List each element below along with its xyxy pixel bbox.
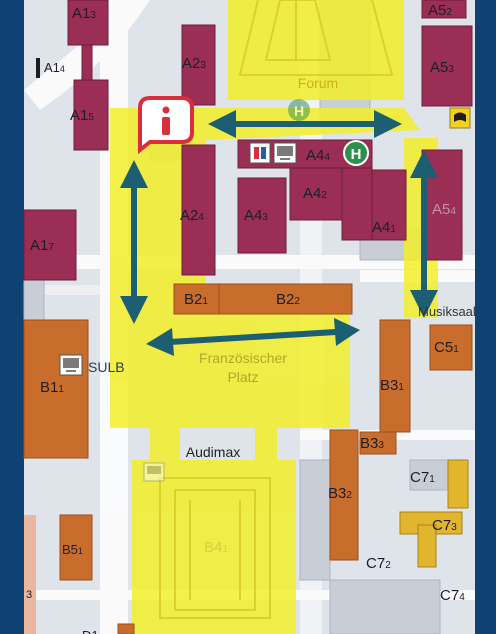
place-label-square-line2: Platz (227, 369, 258, 385)
building-label-A41: A41 (372, 219, 396, 236)
library-icon[interactable] (59, 354, 83, 376)
building-label-A17: A17 (30, 237, 54, 254)
building-A24 (181, 144, 216, 276)
place-label-forum: Forum (298, 75, 338, 91)
info-icon[interactable] (138, 96, 194, 155)
building-A23 (181, 24, 216, 106)
building-B51 (59, 514, 93, 581)
building-label-B22: B22 (276, 291, 300, 308)
svg-text:H: H (294, 103, 304, 119)
building-label-A15: A15 (70, 107, 94, 124)
building-C72 (417, 524, 437, 568)
building-label-A24: A24 (180, 207, 204, 224)
building-label-C73: C73 (432, 517, 457, 534)
building-A15 (73, 79, 109, 151)
place-label-sulb: SULB (88, 359, 125, 375)
building-C71 (447, 459, 469, 509)
building-label-A23: A23 (182, 55, 206, 72)
building-label-A14: A14 (44, 60, 65, 75)
building-label-A42: A42 (303, 185, 327, 202)
building-label-B41: B41 (204, 539, 228, 556)
building-label-A43: A43 (244, 207, 268, 224)
building-label-B21: B21 (184, 291, 208, 308)
building-label-B31: B31 (380, 377, 404, 394)
bus-stop-icon[interactable]: H (343, 140, 369, 166)
building-label-B33: B33 (360, 435, 384, 452)
building-label-B32: B32 (328, 485, 352, 502)
computer-icon (143, 462, 165, 482)
building-label-C51: C51 (434, 339, 459, 356)
building-A52 (421, 0, 467, 19)
bidirectional-arrow (169, 329, 337, 345)
building-B22 (218, 283, 353, 315)
route-arrows (120, 110, 438, 356)
yellow-buildings (399, 459, 469, 568)
building-A53 (421, 25, 473, 107)
building-C51 (429, 324, 473, 371)
place-label-square-line1: Französischer (199, 350, 287, 366)
building-B11 (23, 319, 89, 459)
post-horn-icon[interactable] (449, 107, 471, 129)
building-B32 (329, 429, 359, 561)
building-A17 (23, 209, 77, 281)
building-label-D1: D1 (82, 628, 99, 634)
computer-icon[interactable] (273, 142, 297, 164)
building-A43 (237, 177, 287, 254)
building-label-B51: B51 (62, 542, 83, 557)
place-label-musiksaal: Musiksaal (418, 304, 476, 319)
building-B33 (359, 431, 397, 455)
building-label-C74: C74 (440, 587, 465, 604)
building-label-A53: A53 (430, 59, 454, 76)
building-label-A54: A54 (432, 201, 456, 218)
building-label-C72: C72 (366, 555, 391, 572)
building-label-A13: A13 (72, 5, 96, 22)
forum-outline (159, 0, 394, 619)
place-label-audimax: Audimax (186, 444, 240, 460)
building-label-C71: C71 (410, 469, 435, 486)
svg-text:H: H (351, 146, 362, 163)
atm-icon[interactable] (249, 142, 271, 164)
red-buildings (23, 0, 473, 281)
orange-buildings (23, 283, 473, 634)
place-label-edge: 3 (26, 589, 32, 601)
bus-stop-icon: H (288, 99, 310, 121)
building-pink-edge (24, 515, 36, 634)
building-label-A52: A52 (428, 2, 452, 19)
building-B31 (379, 319, 411, 433)
building-label-B11: B11 (40, 379, 64, 396)
building-label-A44: A44 (306, 147, 330, 164)
building-A42 (289, 167, 343, 221)
entrance-marker (36, 58, 40, 78)
